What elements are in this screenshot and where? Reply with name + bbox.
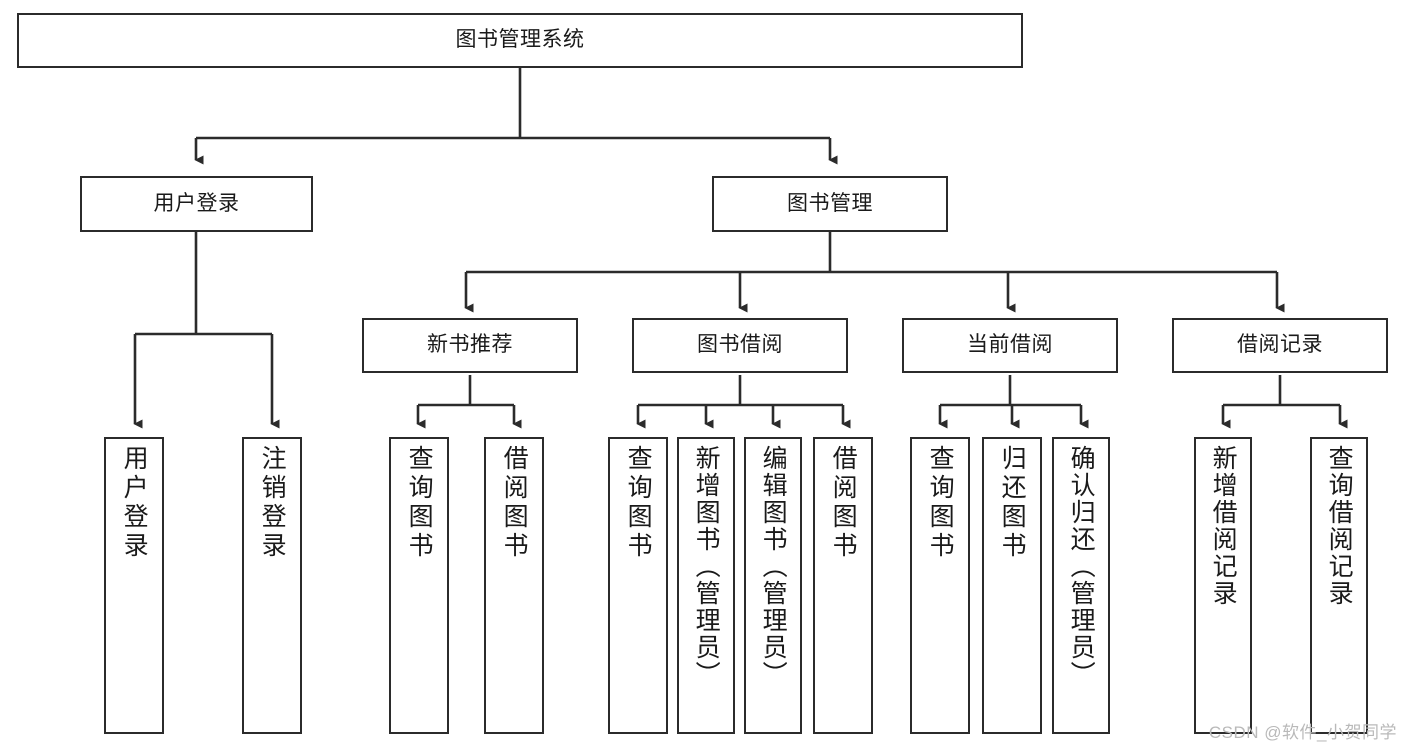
node-label: 新书推荐 [427,333,513,357]
node-leaf-edit-book[interactable]: 编辑图书（管理员） [744,437,802,734]
node-current-borrow[interactable]: 当前借阅 [902,318,1118,373]
node-leaf-query-book-2[interactable]: 查询图书 [608,437,668,734]
node-label: 用户登录 [120,445,149,561]
watermark-text: CSDN @软件_小贺同学 [1208,723,1397,742]
node-label: 图书借阅 [697,333,783,357]
node-label: 新增借阅记录 [1209,445,1238,607]
node-label: 注销登录 [258,445,287,561]
node-book-management[interactable]: 图书管理 [712,176,948,232]
node-label: 图书管理系统 [455,28,585,52]
node-root-system[interactable]: 图书管理系统 [17,13,1023,68]
node-label: 查询图书 [926,445,955,561]
node-leaf-borrow-book-2[interactable]: 借阅图书 [813,437,873,734]
node-leaf-confirm-return[interactable]: 确认归还（管理员） [1052,437,1110,734]
node-label: 查询图书 [405,445,434,561]
node-leaf-return-book[interactable]: 归还图书 [982,437,1042,734]
node-label: 新增图书（管理员） [692,445,721,688]
node-label: 用户登录 [153,191,240,215]
node-label: 借阅图书 [829,445,858,561]
node-label: 确认归还（管理员） [1067,445,1096,688]
node-leaf-logout[interactable]: 注销登录 [242,437,302,734]
node-leaf-query-record[interactable]: 查询借阅记录 [1310,437,1368,734]
node-leaf-query-book-3[interactable]: 查询图书 [910,437,970,734]
node-label: 借阅记录 [1237,333,1323,357]
node-leaf-add-record[interactable]: 新增借阅记录 [1194,437,1252,734]
node-label: 查询图书 [624,445,653,561]
node-borrow-record[interactable]: 借阅记录 [1172,318,1388,373]
node-label: 查询借阅记录 [1325,445,1354,607]
node-user-login[interactable]: 用户登录 [80,176,313,232]
node-label: 借阅图书 [500,445,529,561]
node-leaf-add-book[interactable]: 新增图书（管理员） [677,437,735,734]
node-leaf-query-book-1[interactable]: 查询图书 [389,437,449,734]
node-new-book-recommend[interactable]: 新书推荐 [362,318,578,373]
node-leaf-borrow-book-1[interactable]: 借阅图书 [484,437,544,734]
node-label: 当前借阅 [967,333,1053,357]
node-leaf-user-login[interactable]: 用户登录 [104,437,164,734]
node-book-borrow[interactable]: 图书借阅 [632,318,848,373]
node-label: 归还图书 [998,445,1027,561]
node-label: 编辑图书（管理员） [759,445,788,688]
node-label: 图书管理 [787,191,873,215]
